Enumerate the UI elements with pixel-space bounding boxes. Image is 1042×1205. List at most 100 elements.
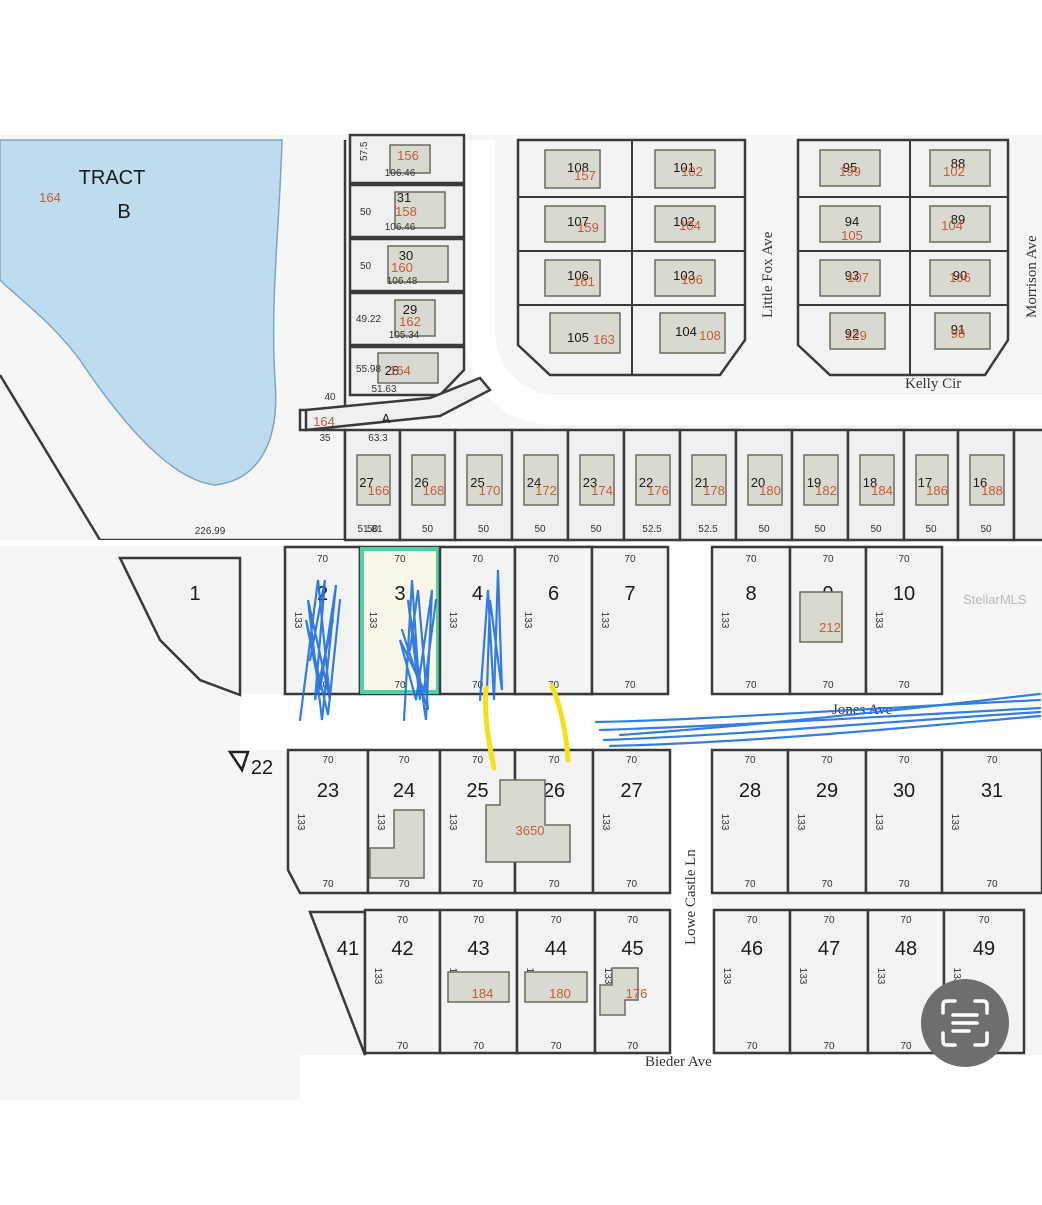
- lot-number: 24: [527, 475, 541, 490]
- lot-dim: 70: [472, 554, 484, 565]
- lot-dim: 133: [719, 612, 730, 629]
- svg-text:163: 163: [593, 332, 615, 347]
- lot-dim: 70: [626, 755, 638, 766]
- svg-text:159: 159: [577, 220, 599, 235]
- svg-text:105: 105: [841, 228, 863, 243]
- lot-dim: 70: [823, 1041, 835, 1052]
- lot-dim: 133: [873, 814, 884, 831]
- lot-dim: 70: [626, 879, 638, 890]
- svg-text:57.5: 57.5: [359, 141, 370, 161]
- lot-dim: 133: [602, 968, 613, 985]
- lot-dim: 70: [822, 554, 834, 565]
- svg-text:105: 105: [567, 330, 589, 345]
- lot-number: 44: [545, 938, 567, 960]
- lot-number: 6: [548, 583, 559, 605]
- lot-number: 25: [466, 780, 488, 802]
- lot: 97070133212: [788, 545, 868, 696]
- lot-number: 46: [741, 938, 763, 960]
- lot: 437070133184: [438, 908, 519, 1055]
- lot-dim: 133: [295, 814, 306, 831]
- svg-text:28: 28: [385, 363, 399, 378]
- dim-51-81: 51.81: [357, 524, 382, 535]
- lot-address: 3650: [516, 823, 545, 838]
- lot-address: 180: [759, 483, 781, 498]
- lot-number: 26: [414, 475, 428, 490]
- svg-text:31: 31: [397, 190, 411, 205]
- lot-address: 176: [647, 483, 669, 498]
- lot: 267070133: [513, 748, 595, 895]
- lot-number: 25: [470, 475, 484, 490]
- svg-text:164: 164: [313, 414, 335, 429]
- lot-dim: 70: [986, 755, 998, 766]
- street-morrison: Morrison Ave: [1024, 235, 1040, 318]
- svg-text:94: 94: [845, 214, 859, 229]
- svg-text:107: 107: [847, 270, 869, 285]
- lot-number: 18: [863, 475, 877, 490]
- street-bieder: Bieder Ave: [645, 1054, 712, 1070]
- lot-dim: 70: [322, 879, 334, 890]
- lot-dim: 70: [472, 755, 484, 766]
- lot-22-label: 22: [251, 757, 273, 779]
- lot-dim: 50: [590, 524, 602, 535]
- road-north: [0, 540, 1042, 546]
- lot-dim: 50: [870, 524, 882, 535]
- lot-address: 176: [626, 986, 648, 1001]
- lot-number: 19: [807, 475, 821, 490]
- lot-address: 174: [591, 483, 613, 498]
- lot-dim: 133: [375, 814, 386, 831]
- svg-text:89: 89: [951, 212, 965, 227]
- lot-dim: 50: [980, 524, 992, 535]
- lot-dim: 70: [746, 915, 758, 926]
- lot-dim: 70: [472, 680, 484, 691]
- lot-dim: 70: [550, 915, 562, 926]
- lot-number: 27: [359, 475, 373, 490]
- tract-label: TRACT: [79, 167, 146, 189]
- svg-text:156: 156: [397, 148, 419, 163]
- lot-number: 21: [695, 475, 709, 490]
- lot-dim: 70: [898, 879, 910, 890]
- svg-text:160: 160: [391, 260, 413, 275]
- svg-text:106.46: 106.46: [385, 222, 416, 233]
- lot-number: 43: [467, 938, 489, 960]
- lot-dim: 70: [548, 879, 560, 890]
- svg-text:88: 88: [951, 156, 965, 171]
- lot-dim: 70: [744, 755, 756, 766]
- building-3650: 3650: [485, 779, 571, 863]
- lot-dim: 133: [599, 612, 610, 629]
- lot-dim: 70: [473, 915, 485, 926]
- lot-address: 186: [926, 483, 948, 498]
- lot-number: 30: [893, 780, 915, 802]
- svg-text:102: 102: [943, 164, 965, 179]
- lot-dim: 70: [627, 1041, 639, 1052]
- lot-dim: 50: [534, 524, 546, 535]
- lot-dim: 70: [898, 554, 910, 565]
- lot-dim: 70: [745, 680, 757, 691]
- scan-text-button[interactable]: [921, 979, 1009, 1067]
- lot-dim: 70: [397, 915, 409, 926]
- lot-number: 10: [893, 583, 915, 605]
- svg-text:90: 90: [953, 268, 967, 283]
- svg-text:A: A: [382, 411, 391, 426]
- lot-number: 8: [745, 583, 756, 605]
- lot-dim: 50: [422, 524, 434, 535]
- svg-text:161: 161: [573, 274, 595, 289]
- lot-1: 1: [117, 556, 242, 697]
- lot-dim: 133: [951, 968, 962, 985]
- lot-dim: 70: [397, 1041, 409, 1052]
- watermark: StellarMLS: [963, 592, 1027, 607]
- lot-number: 26: [543, 780, 565, 802]
- top-left-column: 156 106.46 57.5 31 158 106.46 50 30 160 …: [348, 133, 466, 397]
- lot-dim: 50: [367, 524, 379, 535]
- lot-number: 24: [393, 780, 415, 802]
- lowe-castle-road: [670, 545, 712, 1055]
- lot-dim: 70: [548, 554, 560, 565]
- lot-dim: 70: [898, 755, 910, 766]
